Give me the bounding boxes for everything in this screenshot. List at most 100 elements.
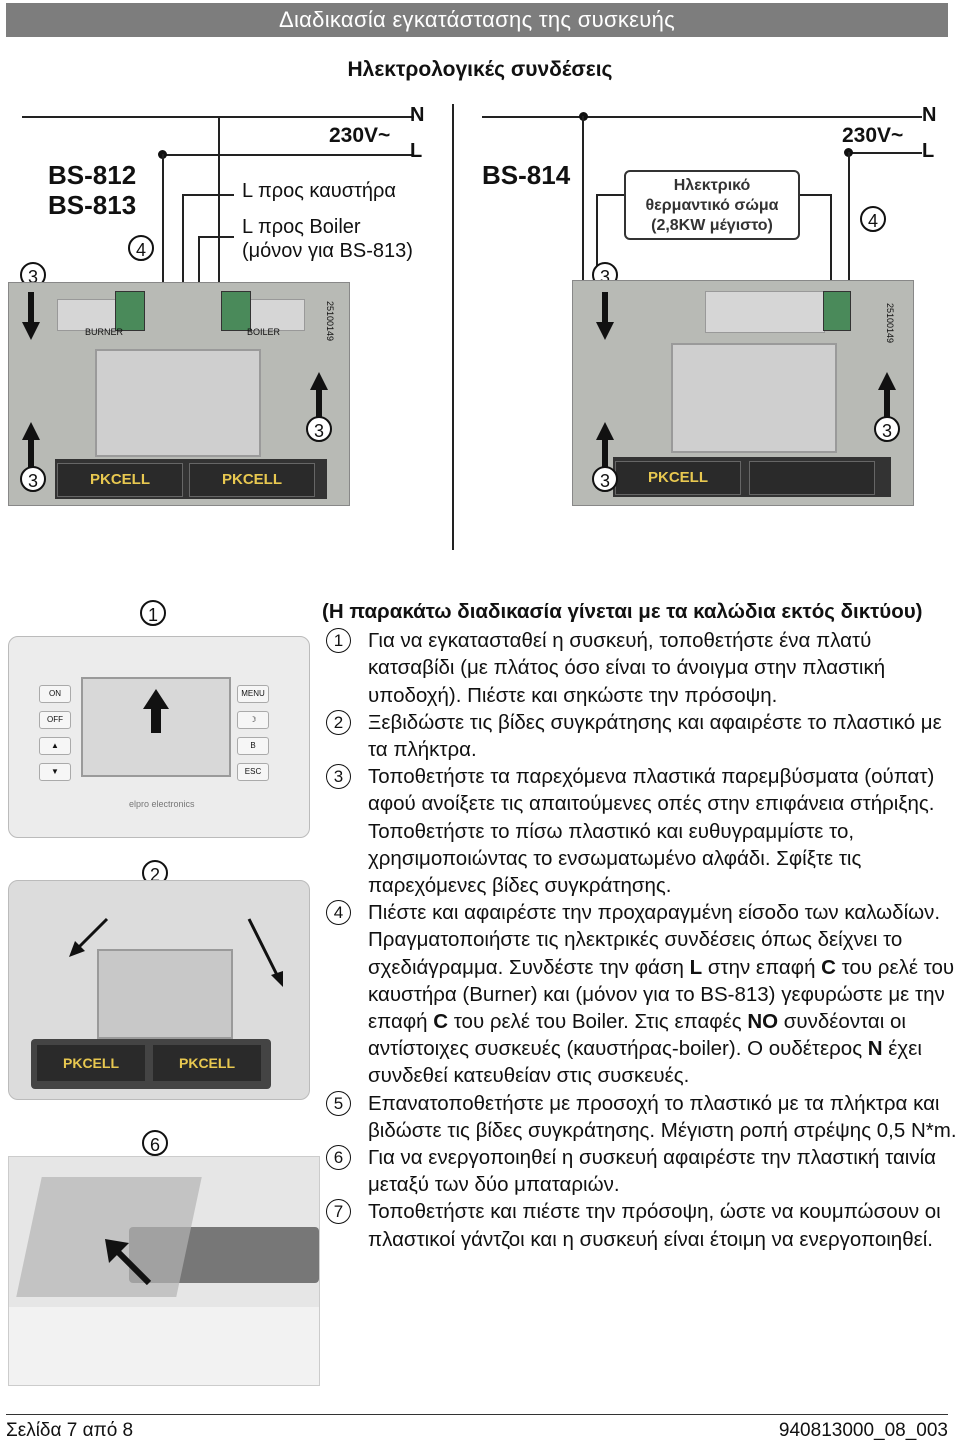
left-board-label-boiler: BOILER: [247, 327, 281, 337]
right-wiring-diagram: 230V~ N L BS-814 Ηλεκτρικό θερμαντικό σώ…: [460, 90, 960, 520]
right-wire-1: [582, 116, 584, 330]
screw-arrow-right-icon: [245, 917, 285, 992]
photo-callout-1: 1: [140, 600, 166, 626]
diagram-divider: [452, 104, 454, 550]
front-button-down: ▼: [39, 763, 71, 781]
step-text: Τοποθετήστε και πιέστε την πρόσοψη, ώστε…: [368, 1200, 941, 1251]
photo-callout-6: 6: [142, 1130, 168, 1156]
step-badge: 1: [326, 628, 351, 654]
front-arrow-up-icon: [143, 689, 169, 738]
right-voltage-label: 230V~: [842, 124, 904, 147]
front-button-off: OFF: [39, 711, 71, 729]
footer-page: Σελίδα 7 από 8: [6, 1420, 134, 1441]
left-wire-2h: [182, 194, 234, 196]
left-arrow-up-icon-1: [22, 422, 40, 477]
step-7: 7 Τοποθετήστε και πιέστε την πρόσοψη, ώστ…: [322, 1198, 958, 1252]
left-board-label-code: 25100149: [325, 301, 335, 342]
left-wire-2: [182, 194, 184, 330]
right-wire-4: [848, 152, 850, 330]
step-badge: 5: [326, 1090, 351, 1116]
step-badge: 2: [326, 709, 351, 735]
step-text: Για να ενεργοποιηθεί η συσκευή αφαιρέστε…: [368, 1146, 937, 1197]
left-l-label: L: [410, 140, 423, 162]
screw-arrow-left-icon: [69, 917, 109, 962]
left-l-line: [162, 154, 414, 156]
step-4: 4 Πιέστε και αφαιρέστε την προχαραγμένη ε…: [322, 899, 958, 1089]
left-pcb-photo: BURNER BOILER 25100149 PKCELL PKCELL: [8, 282, 350, 506]
wire-boiler-label: L προς Boiler: [242, 216, 361, 238]
right-callout-4: 4: [860, 206, 886, 232]
left-wire-3h: [198, 236, 234, 238]
right-battery-2: [749, 461, 875, 495]
brand-logo: elpro electronics: [129, 799, 195, 809]
step-text: Για να εγκατασταθεί η συσκευή, τοποθετήσ…: [368, 629, 886, 707]
footer-rule: [6, 1414, 948, 1415]
inner-panel-photo: PKCELL PKCELL: [8, 880, 310, 1100]
right-l-label: L: [922, 140, 935, 162]
right-board-label-code: 25100149: [885, 303, 895, 344]
heater-box: Ηλεκτρικό θερμαντικό σώμα (2,8KW μέγιστο…: [624, 170, 800, 240]
battery-strip-photo: [8, 1156, 320, 1386]
front-button-b: B: [237, 737, 269, 755]
left-model-1: BS-812: [48, 160, 137, 190]
left-wire-4: [218, 116, 220, 330]
step-text: Ξεβιδώστε τις βίδες συγκράτησης και αφαι…: [368, 710, 942, 762]
right-wire-2: [596, 194, 598, 330]
strip-arrow-icon: [105, 1239, 152, 1290]
right-terminal: [823, 291, 851, 331]
left-arrow-up-icon-2: [310, 372, 328, 427]
section-title: Ηλεκτρολογικές συνδέσεις: [347, 58, 613, 81]
left-voltage-label: 230V~: [329, 124, 391, 147]
strip-board-edge: [9, 1307, 319, 1385]
left-model-2: BS-813: [48, 190, 137, 220]
left-wire-1: [162, 154, 164, 330]
right-lcd: [671, 343, 837, 453]
step-text: Τοποθετήστε τα παρεχόμενα πλαστικά παρεμ…: [368, 765, 935, 898]
left-callout-3-right: 3: [306, 416, 332, 442]
right-n-line: [482, 116, 922, 118]
left-terminal-1: [115, 291, 145, 331]
instructions-header: (Η παρακάτω διαδικασία γίνεται με τα καλ…: [322, 600, 923, 623]
front-button-moon: ☽: [237, 711, 269, 729]
left-terminal-2: [221, 291, 251, 331]
step-badge: 6: [326, 1145, 351, 1171]
heater-line-2: θερμαντικό σώμα: [645, 197, 779, 214]
front-button-up: ▲: [39, 737, 71, 755]
left-battery-2: PKCELL: [189, 463, 315, 497]
right-l-line: [846, 152, 922, 154]
left-arrow-down-icon: [22, 292, 40, 347]
right-arrow-down-icon: [596, 292, 614, 347]
front-panel-photo: ON OFF ▲ ▼ MENU ☽ B ESC elpro electronic…: [8, 636, 310, 838]
right-relay: [705, 291, 825, 333]
front-button-menu: MENU: [237, 685, 269, 703]
right-model: BS-814: [482, 160, 571, 190]
step-1: 1 Για να εγκατασταθεί η συσκευή, τοποθετή…: [322, 627, 958, 709]
left-board-label-burner: BURNER: [85, 327, 124, 337]
footer-code: 940813000_08_003: [778, 1420, 948, 1441]
step-text: Πιέστε και αφαιρέστε την προχαραγμένη εί…: [368, 901, 955, 1088]
heater-line-3: (2,8KW μέγιστο): [651, 217, 773, 234]
right-callout-3-bottom: 3: [592, 466, 618, 492]
step-badge: 4: [326, 900, 351, 926]
step-badge: 7: [326, 1199, 351, 1225]
left-relay-2: [245, 299, 305, 331]
front-button-esc: ESC: [237, 763, 269, 781]
left-callout-4: 4: [128, 235, 154, 261]
left-callout-3-bottom: 3: [20, 466, 46, 492]
left-battery-1: PKCELL: [57, 463, 183, 497]
step-6: 6 Για να ενεργοποιηθεί η συσκευή αφαιρέστ…: [322, 1144, 958, 1198]
wire-boiler-note: (μόνον για BS-813): [242, 240, 413, 262]
left-n-label: N: [410, 104, 425, 126]
right-battery-1: PKCELL: [615, 461, 741, 495]
wire-burner-label: L προς καυστήρα: [242, 180, 396, 202]
right-n-label: N: [922, 104, 937, 126]
right-arrow-up-icon-2: [878, 372, 896, 427]
right-arrow-up-icon-1: [596, 422, 614, 477]
right-pcb-photo: 25100149 PKCELL: [572, 280, 914, 506]
right-wire-3: [830, 194, 832, 330]
page-header-banner: Διαδικασία εγκατάστασης της συσκευής: [6, 3, 948, 37]
inner-battery-1: PKCELL: [37, 1045, 145, 1081]
right-wire-2h: [596, 194, 626, 196]
